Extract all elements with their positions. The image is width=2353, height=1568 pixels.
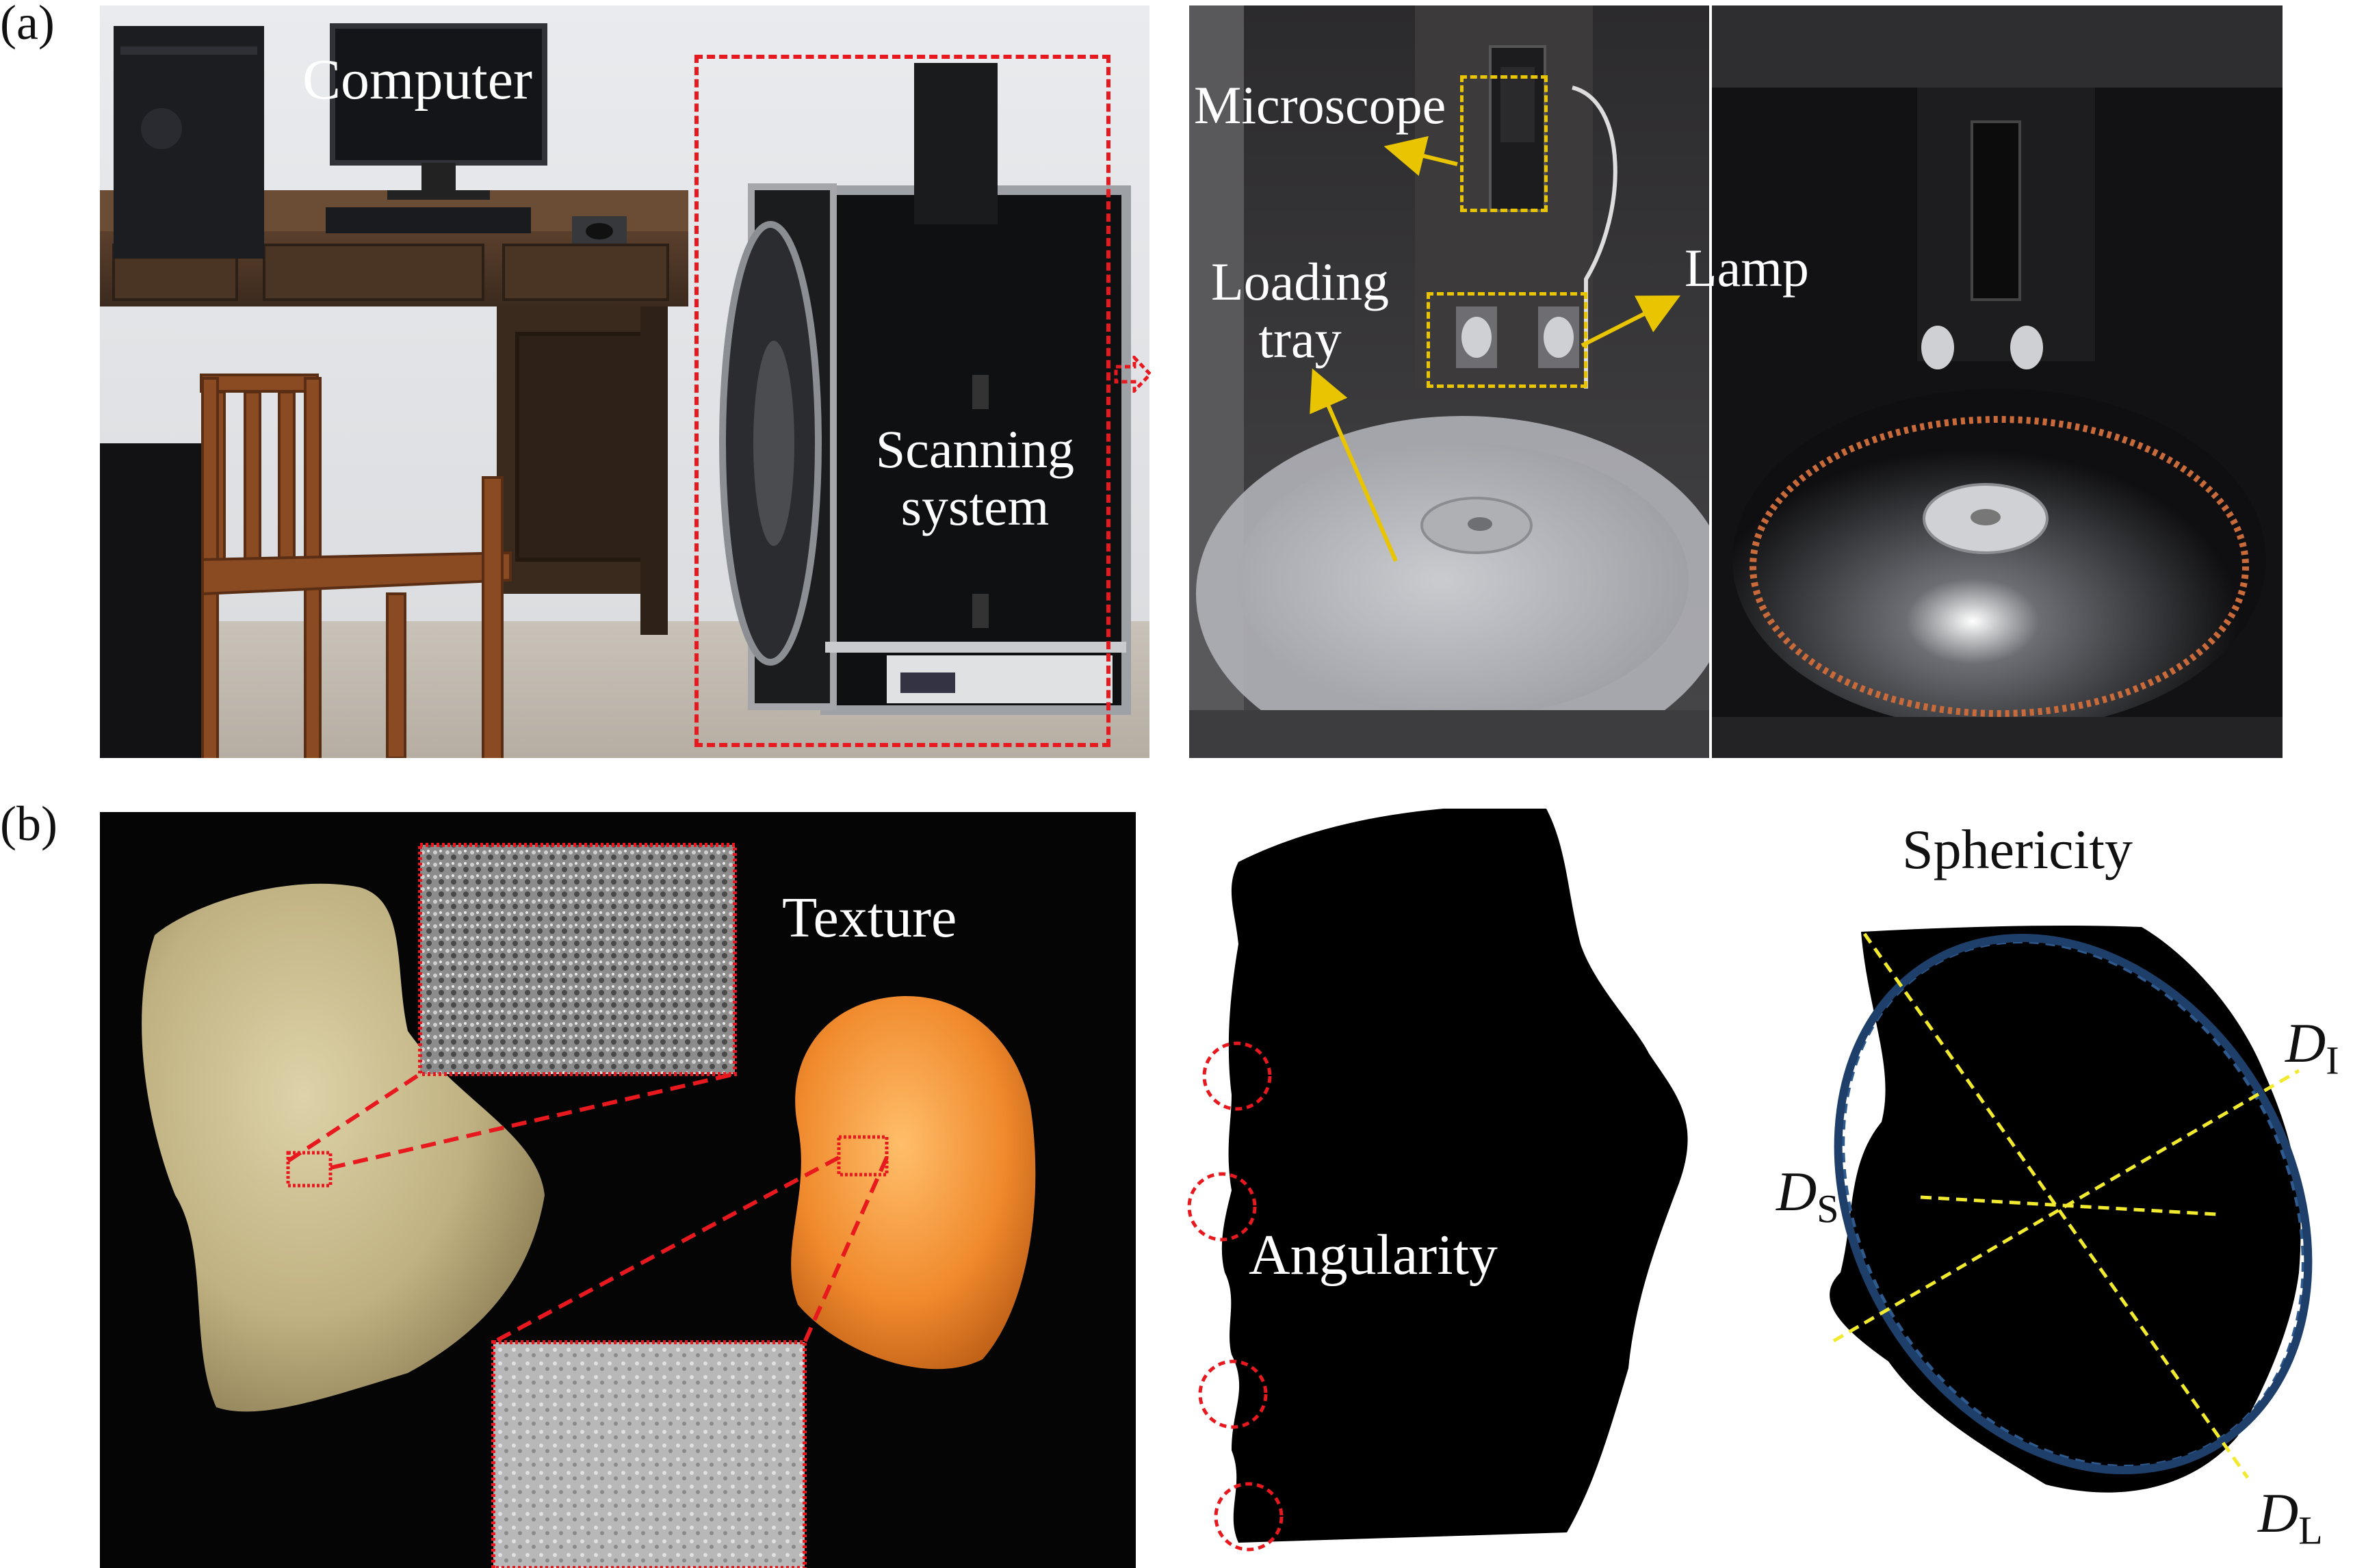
arrow-right-icon <box>1114 356 1152 393</box>
lamp-arrow <box>1581 295 1681 348</box>
particles-photo <box>100 812 1136 1568</box>
sphericity-label: Sphericity <box>1902 818 2133 880</box>
d-l-label: DL <box>2258 1481 2323 1553</box>
d-i-main: D <box>2285 1012 2326 1074</box>
microscope-label: Microscope <box>1194 75 1446 135</box>
scanning-system-highlight-box <box>694 55 1110 747</box>
d-i-label: DI <box>2285 1011 2339 1083</box>
d-i-sub: I <box>2326 1038 2339 1083</box>
axis-d-l <box>1862 932 2250 1479</box>
angularity-circle-1 <box>1202 1041 1272 1111</box>
angularity-circle-3 <box>1198 1359 1268 1429</box>
d-l-main: D <box>2258 1482 2299 1544</box>
panel-b-label: (b) <box>0 796 57 851</box>
scanner-loaded-photo <box>1712 5 2283 758</box>
microscope-highlight-box <box>1460 75 1548 212</box>
d-s-sub: S <box>1817 1186 1839 1231</box>
d-s-main: D <box>1776 1160 1817 1223</box>
angularity-circle-2 <box>1187 1172 1257 1242</box>
loading-label-line2: tray <box>1258 309 1342 369</box>
lab-photo <box>100 5 1149 758</box>
scanning-system-label: Scanning system <box>838 419 1112 537</box>
angularity-circle-4 <box>1214 1482 1284 1552</box>
scanning-label-line1: Scanning <box>875 419 1075 479</box>
texture-label: Texture <box>782 886 957 950</box>
lamp-highlight-box <box>1427 292 1587 388</box>
d-s-label: DS <box>1776 1160 1838 1231</box>
computer-label: Computer <box>302 48 532 112</box>
angularity-label: Angularity <box>1249 1223 1498 1287</box>
panel-a-label: (a) <box>0 0 55 50</box>
angularity-silhouette <box>1187 809 1688 1552</box>
scanning-label-line2: system <box>900 477 1050 537</box>
axis-d-s <box>1920 1195 2218 1216</box>
loading-label-line1: Loading <box>1211 252 1389 311</box>
loading-tray-label: Loading tray <box>1191 252 1409 369</box>
tray-arrow <box>1310 368 1398 562</box>
scanner-interior-photo <box>1189 5 1709 758</box>
sphericity-diagram <box>1830 925 2313 1493</box>
lamp-label: Lamp <box>1685 238 1809 298</box>
d-l-sub: L <box>2298 1508 2323 1553</box>
microscope-arrow <box>1383 135 1458 177</box>
